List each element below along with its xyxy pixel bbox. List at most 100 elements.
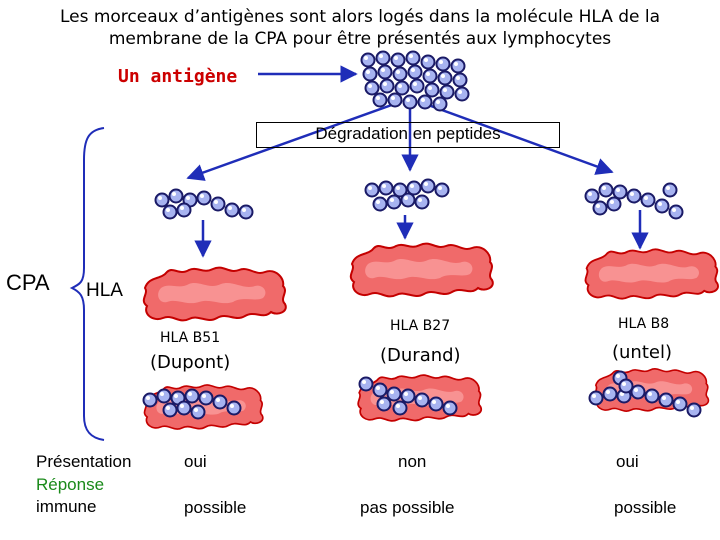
bead-highlight [376, 96, 380, 100]
peptide-bead [364, 182, 380, 198]
peptide-bead [658, 392, 674, 408]
title-line-2: membrane de la CPA pour être présentés a… [108, 29, 612, 49]
bead-highlight [454, 62, 458, 66]
peptide-bead [360, 52, 376, 68]
peptide-bead [372, 196, 388, 212]
peptide-bead [226, 400, 242, 416]
bead-highlight [160, 392, 164, 396]
presentation-left: oui [184, 452, 207, 471]
bead-highlight [396, 404, 400, 408]
peptide-bead [428, 396, 444, 412]
person-right: (untel) [612, 342, 672, 363]
peptide-bead [640, 192, 656, 208]
peptide-bead [672, 396, 688, 412]
bead-highlight [616, 188, 620, 192]
peptide-bead [584, 188, 600, 204]
bead-highlight [620, 392, 624, 396]
peptide-bead [375, 50, 391, 66]
peptide-bead [407, 64, 423, 80]
bead-highlight [146, 396, 150, 400]
person-center: (Durand) [380, 345, 461, 366]
peptide-bead [390, 52, 406, 68]
bound-right [588, 370, 702, 418]
peptide-bead [450, 58, 466, 74]
peptide-bead [358, 376, 374, 392]
peptide-bead [420, 178, 436, 194]
bead-highlight [368, 186, 372, 190]
bead-highlight [672, 208, 676, 212]
degradation-box [256, 122, 560, 148]
peptide-bead [176, 400, 192, 416]
peptide-bead [400, 192, 416, 208]
bead-highlight [436, 100, 440, 104]
bead-highlight [230, 404, 234, 408]
degradation-label: Dégradation en peptides [315, 124, 501, 143]
antigen-cluster [360, 50, 470, 112]
bead-highlight [394, 56, 398, 60]
peptide-bead [417, 94, 433, 110]
bead-highlight [376, 200, 380, 204]
cpa-brace [69, 127, 105, 441]
peptide-bead [454, 86, 470, 102]
bead-highlight [428, 86, 432, 90]
bead-highlight [443, 88, 447, 92]
bead-highlight [666, 186, 670, 190]
peptide-bead [372, 382, 388, 398]
peptide-bead [376, 396, 392, 412]
page-title: Les morceaux d’antigènes sont alors logé… [0, 6, 720, 50]
peptide-bead [434, 182, 450, 198]
hla-type-left: HLA B51 [160, 330, 221, 346]
bead-highlight [216, 398, 220, 402]
peptide-bead [424, 82, 440, 98]
title-line-1: Les morceaux d’antigènes sont alors logé… [59, 7, 661, 27]
peptide-bead [414, 392, 430, 408]
bead-highlight [409, 54, 413, 58]
peptide-bead [662, 182, 678, 198]
hla-type-center: HLA B27 [390, 318, 451, 334]
bead-highlight [383, 82, 387, 86]
peptide-bead [405, 50, 421, 66]
peptide-bead [196, 190, 212, 206]
peptide-bead [437, 70, 453, 86]
bead-highlight [376, 386, 380, 390]
bead-highlight [432, 400, 436, 404]
bead-highlight [658, 202, 662, 206]
arrow-to-right-peptides [419, 100, 614, 175]
peptide-bead [452, 72, 468, 88]
bead-highlight [368, 84, 372, 88]
bead-highlight [200, 194, 204, 198]
peptide-bead [386, 194, 402, 210]
peptide-bead [618, 378, 634, 394]
response-label-line-1: Réponse [36, 475, 105, 494]
bead-highlight [426, 72, 430, 76]
peptide-bead [402, 94, 418, 110]
peptide-bead [377, 64, 393, 80]
membrane-right-upper [584, 248, 720, 300]
bead-highlight [418, 198, 422, 202]
bead-highlight [439, 60, 443, 64]
bead-highlight [404, 196, 408, 200]
bead-highlight [424, 182, 428, 186]
peptide-bead [372, 92, 388, 108]
bead-highlight [413, 82, 417, 86]
peptide-bead [198, 390, 214, 406]
peptide-bead [176, 202, 192, 218]
bead-highlight [398, 84, 402, 88]
peptide-bead [598, 182, 614, 198]
peptide-bead [606, 196, 622, 212]
bead-highlight [648, 392, 652, 396]
response-left: possible [184, 498, 247, 517]
peptide-bead [142, 392, 158, 408]
presentation-label: Présentation [36, 452, 132, 471]
bead-highlight [676, 400, 680, 404]
membrane-left-upper [142, 266, 287, 322]
peptide-bead [210, 196, 226, 212]
bead-highlight [458, 90, 462, 94]
peptide-bead [379, 78, 395, 94]
peptide-bead [238, 204, 254, 220]
hla-type-right: HLA B8 [618, 316, 670, 332]
peptide-bead [409, 78, 425, 94]
bead-highlight [438, 186, 442, 190]
cpa-label: CPA [6, 270, 50, 295]
bead-highlight [622, 382, 626, 386]
